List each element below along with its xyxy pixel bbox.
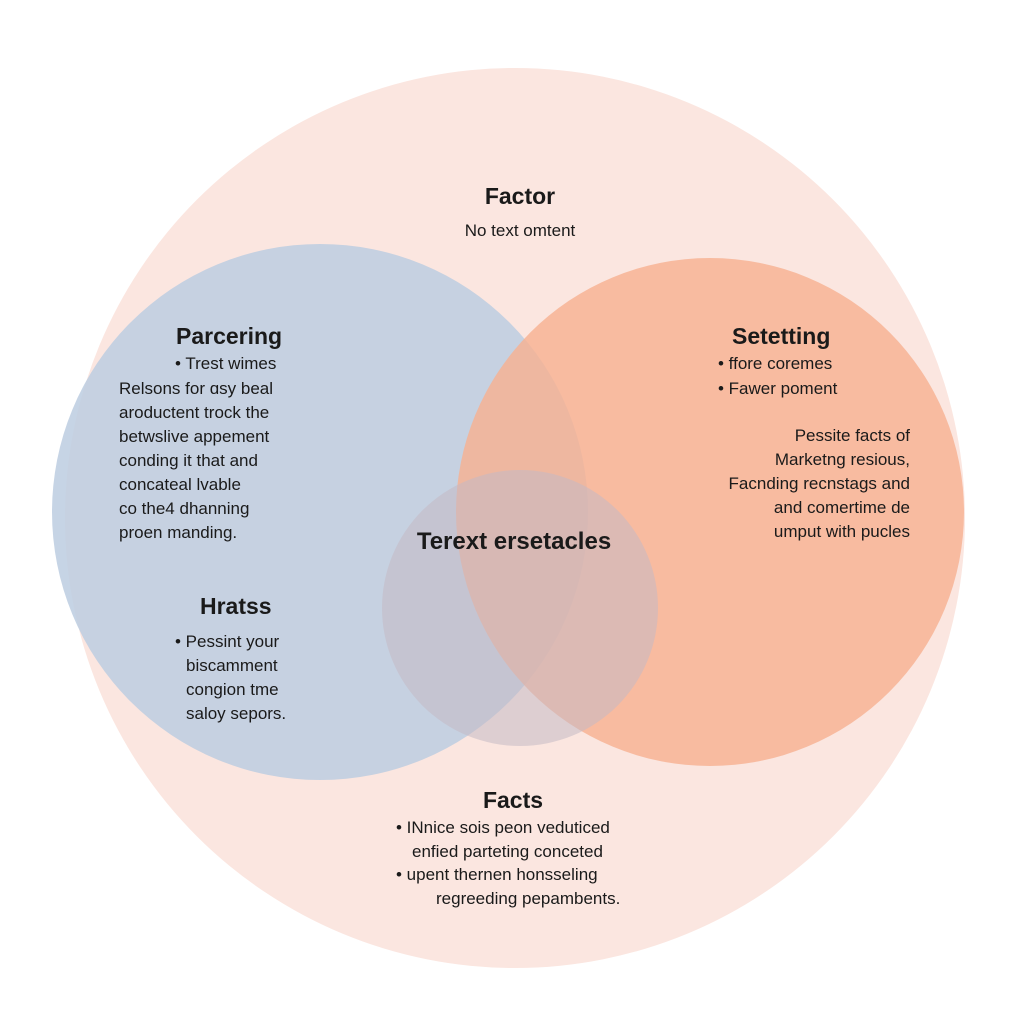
left-lower-line: biscamment — [186, 656, 278, 675]
bottom-line: • INnice sois peon veduticed — [396, 818, 610, 837]
inner-circle — [382, 470, 658, 746]
left-line: co the4 dhanning — [119, 499, 250, 518]
left-line: aroductent trock the — [119, 403, 270, 422]
left-lower-line: • Pessint your — [175, 632, 280, 651]
left-paragraph: Relsons for ɑsy beal aroductent trock th… — [119, 377, 273, 545]
right-line: Pessite facts of — [794, 426, 910, 445]
bottom-title: Facts — [482, 787, 544, 813]
right-line: umput with pucles — [773, 522, 910, 541]
right-line: Facnding recnstags and — [728, 474, 910, 493]
right-paragraph: Pessite facts of Marketng resious, Facnd… — [640, 424, 910, 544]
right-line: and comertime de — [773, 498, 910, 517]
left-lower-paragraph: • Pessint your biscamment congion tme sa… — [175, 630, 305, 726]
outer-subtitle: No text omtent — [464, 221, 576, 240]
center-title: Terext ersetacles — [416, 528, 612, 555]
left-lower-line: saloy sepors. — [186, 704, 287, 723]
right-bullet: • ffore coremes — [718, 354, 833, 373]
bottom-line: regreeding pepambents. — [436, 889, 621, 908]
outer-title: Factor — [484, 183, 556, 209]
left-lower-title: Hratss — [200, 593, 272, 619]
right-title: Setetting — [732, 323, 831, 349]
left-line: betwslive appement — [119, 427, 270, 446]
left-title: Parcering — [176, 323, 283, 349]
right-line: Marketng resious, — [774, 450, 910, 469]
left-line: conding it that and — [119, 451, 258, 470]
bottom-line: enfied parteting conceted — [412, 842, 603, 861]
left-lower-line: congion tme — [186, 680, 279, 699]
left-line: concateal lvable — [119, 475, 241, 494]
left-bullet: • Trest wimes — [175, 354, 277, 373]
left-line: Relsons for ɑsy beal — [119, 379, 274, 398]
right-bullet: • Fawer poment — [718, 379, 838, 398]
bottom-line: • upent thernen honsseling — [396, 865, 598, 884]
left-line: proen manding. — [119, 523, 238, 542]
